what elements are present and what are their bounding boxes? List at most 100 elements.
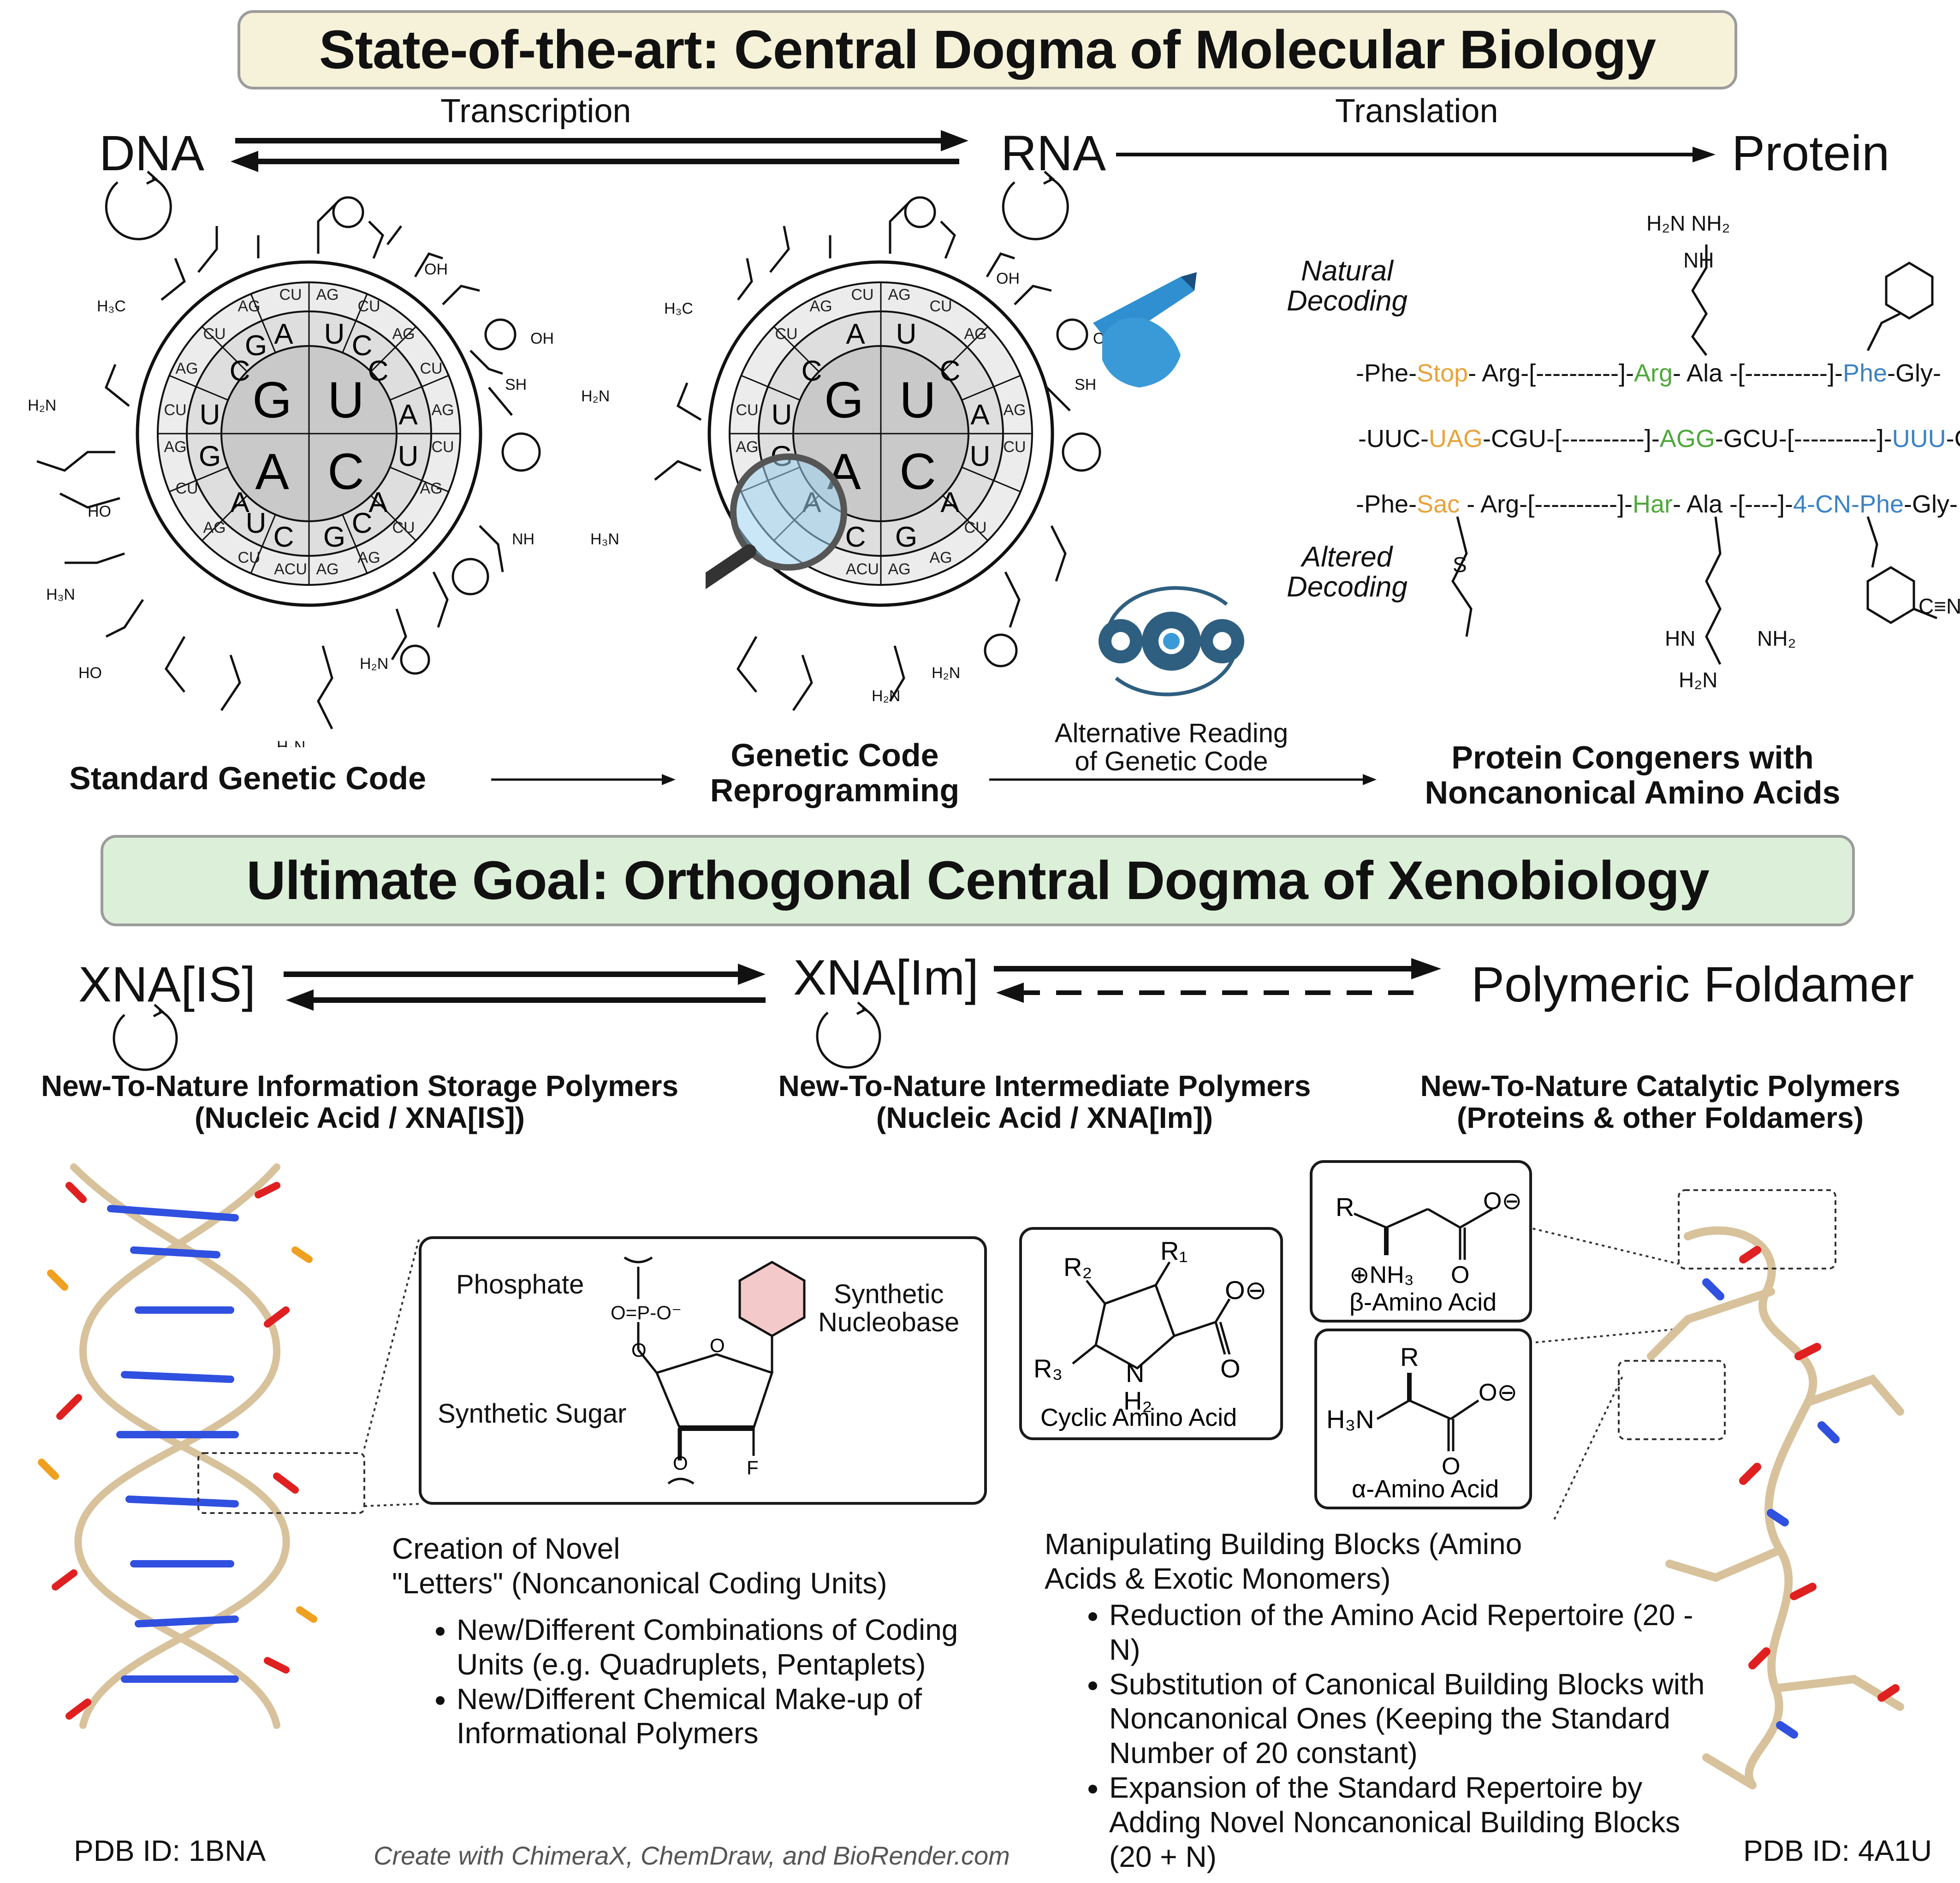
svg-text:H₂N: H₂N: [28, 397, 56, 414]
foldamer-label: Polymeric Foldamer: [1471, 956, 1914, 1012]
svg-text:H₂N: H₂N: [581, 387, 610, 405]
svg-text:R: R: [1400, 1342, 1419, 1371]
svg-text:H₃N: H₃N: [1326, 1405, 1374, 1434]
svg-text:OH: OH: [530, 330, 554, 347]
top-title-banner: State-of-the-art: Central Dogma of Molec…: [238, 10, 1737, 89]
svg-text:A: A: [846, 318, 865, 350]
beta-amino-acid-label: β-Amino Acid: [1349, 1288, 1497, 1316]
bottom-title: Ultimate Goal: Orthogonal Central Dogma …: [246, 850, 1709, 911]
catalytic-caption: New-To-Nature Catalytic Polymers (Protei…: [1420, 1069, 1901, 1135]
svg-text:CU: CU: [203, 325, 226, 343]
svg-text:H₂N: H₂N: [360, 655, 388, 673]
svg-text:ACU: ACU: [846, 560, 879, 578]
svg-text:H₂N: H₂N: [872, 687, 900, 705]
svg-text:AG: AG: [316, 560, 339, 578]
alpha-amino-acid-box: R H₃N O⊖ O α-Amino Acid: [1314, 1329, 1532, 1509]
alpha-amino-acid-label: α-Amino Acid: [1352, 1475, 1499, 1503]
svg-text:H₃N: H₃N: [590, 530, 619, 548]
svg-text:H₂N: H₂N: [932, 664, 960, 682]
pdb-right-label: PDB ID: 4A1U: [1743, 1834, 1932, 1867]
phosphate-label: Phosphate: [456, 1269, 584, 1299]
svg-text:OH: OH: [424, 261, 448, 278]
svg-text:SH: SH: [1075, 376, 1096, 393]
congeners-caption: Protein Congeners with Noncanonical Amin…: [1425, 739, 1841, 810]
cyclic-amino-acid-box: R₂ R₁ R₃ N H₂ O⊖ O Cyclic Amino Acid: [1019, 1227, 1283, 1440]
wheel1-inner-c: C: [327, 443, 364, 500]
dna-structure-1bna: [38, 1163, 365, 1729]
svg-text:CU: CU: [164, 401, 186, 419]
cyclic-amino-acid-drawing: R₂ R₁ R₃ N H₂ O⊖ O Cyclic Amino Acid: [1033, 1236, 1266, 1431]
svg-text:NH₂: NH₂: [1757, 626, 1796, 650]
svg-text:R₁: R₁: [1160, 1236, 1188, 1265]
svg-text:H₂: H₂: [1123, 1386, 1152, 1415]
svg-text:CU: CU: [238, 549, 260, 566]
xna-is-label: XNA[IS]: [78, 956, 256, 1012]
synthetic-nucleobase-label: Synthetic Nucleobase: [818, 1279, 960, 1337]
beta-amino-acid-drawing: R O⊖ O ⊕NH₃ β-Amino Acid: [1336, 1188, 1522, 1316]
svg-text:AG: AG: [929, 549, 952, 566]
xna-im-foldamer-arrows: [994, 958, 1441, 1003]
svg-text:CU: CU: [392, 519, 415, 536]
svg-text:AG: AG: [357, 549, 380, 566]
xna-im-self-loop: [816, 1007, 881, 1069]
svg-text:U: U: [896, 318, 917, 350]
standard-code-caption: Standard Genetic Code: [69, 760, 427, 796]
translation-label: Translation: [1335, 93, 1498, 130]
svg-text:U: U: [899, 372, 936, 429]
altered-decoding-label: Altered Decoding: [1287, 541, 1408, 603]
wheel1-inner-u: U: [327, 372, 364, 429]
xna-is-self-loop: [113, 1009, 178, 1071]
svg-text:O⊖: O⊖: [1483, 1188, 1522, 1215]
nucleotide-drawing: O F O O: [624, 1256, 806, 1485]
svg-text:C: C: [802, 355, 822, 387]
svg-text:CU: CU: [357, 298, 380, 315]
svg-text:O: O: [1442, 1453, 1460, 1480]
letters-bullet-1: New/Different Combinations of Coding Uni…: [457, 1613, 992, 1682]
wheel1-inner-g: G: [252, 372, 292, 429]
svg-text:H₃N: H₃N: [46, 586, 75, 603]
svg-text:HO: HO: [78, 664, 102, 682]
svg-text:G: G: [824, 372, 864, 429]
svg-text:C: C: [899, 443, 936, 500]
svg-text:G: G: [895, 521, 917, 553]
top-title: State-of-the-art: Central Dogma of Molec…: [319, 19, 1656, 80]
rna-self-loop: [1002, 176, 1069, 240]
letters-section: Creation of Novel "Letters" (Noncanonica…: [392, 1531, 992, 1751]
stop-codon-label: Stop: [1417, 359, 1468, 387]
svg-text:AG: AG: [164, 438, 186, 456]
alpha-amino-acid-drawing: R H₃N O⊖ O α-Amino Acid: [1326, 1342, 1517, 1503]
svg-text:A: A: [230, 487, 249, 518]
translation-arrow: [1116, 147, 1716, 162]
svg-text:O: O: [1220, 1354, 1241, 1383]
svg-text:AG: AG: [736, 438, 758, 456]
svg-text:CU: CU: [1003, 438, 1026, 456]
svg-text:G: G: [199, 441, 221, 472]
svg-text:H₂N: H₂N: [277, 738, 305, 747]
svg-text:A: A: [274, 318, 293, 350]
letters-bullet-2: New/Different Chemical Make-up of Inform…: [457, 1682, 992, 1751]
caption-arrow-2: [989, 774, 1377, 785]
pdb-left-label: PDB ID: 1BNA: [74, 1834, 266, 1867]
svg-text:U: U: [246, 507, 267, 539]
xna-is-caption: New-To-Nature Information Storage Polyme…: [41, 1069, 679, 1135]
svg-text:O: O: [673, 1452, 688, 1474]
building-heading: Manipulating Building Blocks (Amino Acid…: [1045, 1527, 1522, 1595]
svg-text:AG: AG: [888, 560, 910, 578]
reprogramming-caption: Genetic Code Reprogramming: [710, 737, 960, 808]
building-bullet-3: Expansion of the Standard Repertoire by …: [1109, 1770, 1727, 1874]
svg-text:AG: AG: [964, 325, 986, 343]
xna-im-label: XNA[Im]: [793, 949, 979, 1005]
dna-self-loop: [105, 176, 172, 240]
pen-hand-icon: [1093, 272, 1197, 387]
transcription-label: Transcription: [440, 93, 631, 130]
protein-label: Protein: [1732, 125, 1890, 181]
svg-text:AG: AG: [392, 325, 415, 343]
svg-text:A: A: [970, 399, 990, 431]
connector-lines: [363, 1226, 1684, 1522]
alternative-reading-label: Alternative Reading of Genetic Code: [1054, 718, 1289, 776]
arg-guanidinium: H₂N NH₂: [1646, 211, 1730, 235]
svg-text:U: U: [324, 318, 345, 350]
